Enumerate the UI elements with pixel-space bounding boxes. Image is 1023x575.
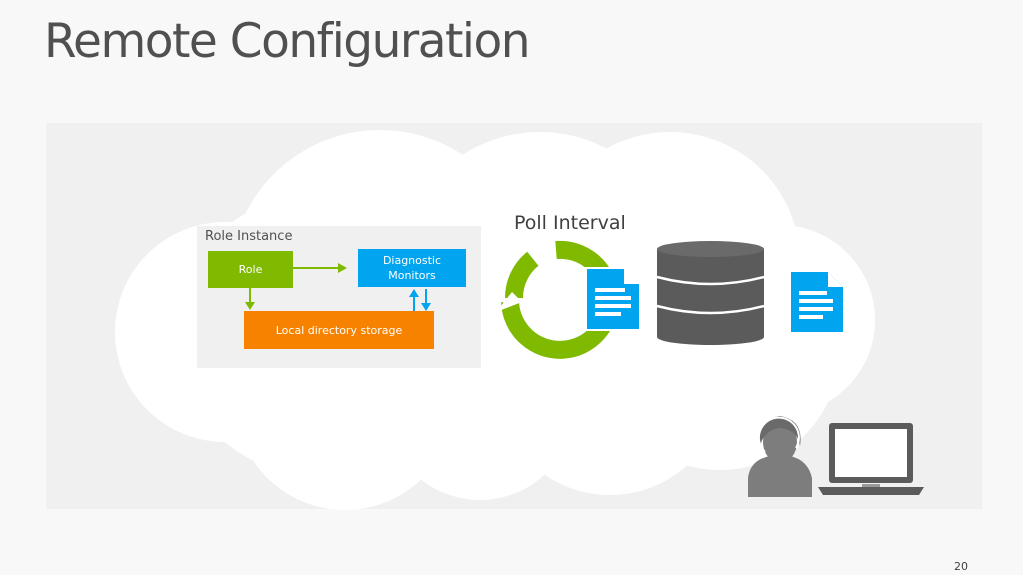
poll-interval-label: Poll Interval: [514, 212, 626, 234]
refresh-cycle-icon: [496, 240, 619, 359]
slide-title: Remote Configuration: [44, 14, 531, 69]
storage-to-monitors-arrow: [409, 289, 419, 311]
document-icon: [585, 267, 641, 331]
local-directory-storage-box: Local directory storage: [244, 311, 434, 349]
page-number: 20: [954, 560, 968, 573]
role-to-storage-arrow: [245, 288, 255, 310]
user-headset-icon: [748, 416, 812, 497]
monitors-to-storage-arrow: [421, 289, 431, 311]
role-to-monitors-arrow: [293, 263, 347, 273]
laptop-icon: [818, 423, 924, 495]
diagnostic-monitors-box: Diagnostic Monitors: [358, 249, 466, 287]
document-icon: [791, 272, 843, 332]
role-instance-label: Role Instance: [205, 229, 293, 244]
database-icon: [656, 241, 765, 345]
role-box: Role: [208, 251, 293, 288]
